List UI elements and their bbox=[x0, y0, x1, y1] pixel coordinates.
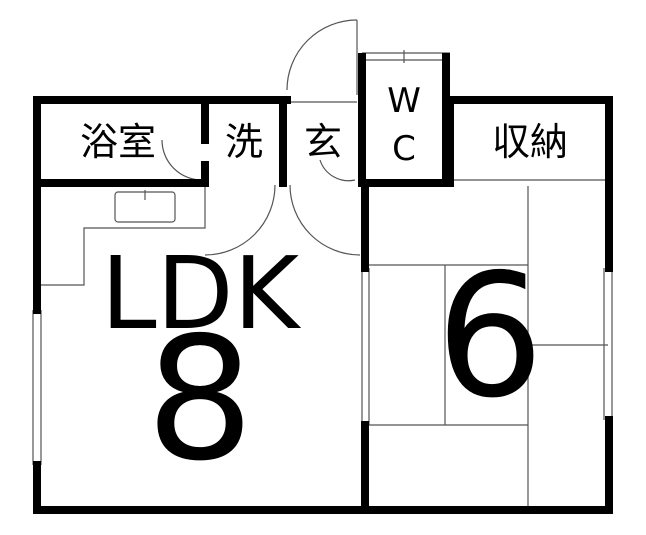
wc-label-bottom: C bbox=[392, 129, 416, 169]
wc-label-top: W bbox=[387, 81, 421, 121]
ldk-size: 8 bbox=[146, 301, 254, 499]
entrance-small-swing bbox=[319, 159, 356, 182]
ldk-label: LDK bbox=[101, 235, 302, 352]
kitchen-counter bbox=[38, 185, 206, 286]
entrance-door-swing bbox=[286, 19, 358, 91]
bath-door-swing bbox=[161, 139, 203, 181]
entrance-label: 玄 bbox=[304, 120, 342, 164]
wash-label: 洗 bbox=[225, 120, 263, 164]
storage-label: 収納 bbox=[492, 120, 568, 164]
japanese-room-size: 6 bbox=[436, 238, 544, 436]
walls bbox=[33, 53, 613, 514]
entrance-inner-swing bbox=[289, 184, 361, 256]
wash-door-swing bbox=[204, 184, 276, 256]
bath-label: 浴室 bbox=[80, 120, 156, 164]
